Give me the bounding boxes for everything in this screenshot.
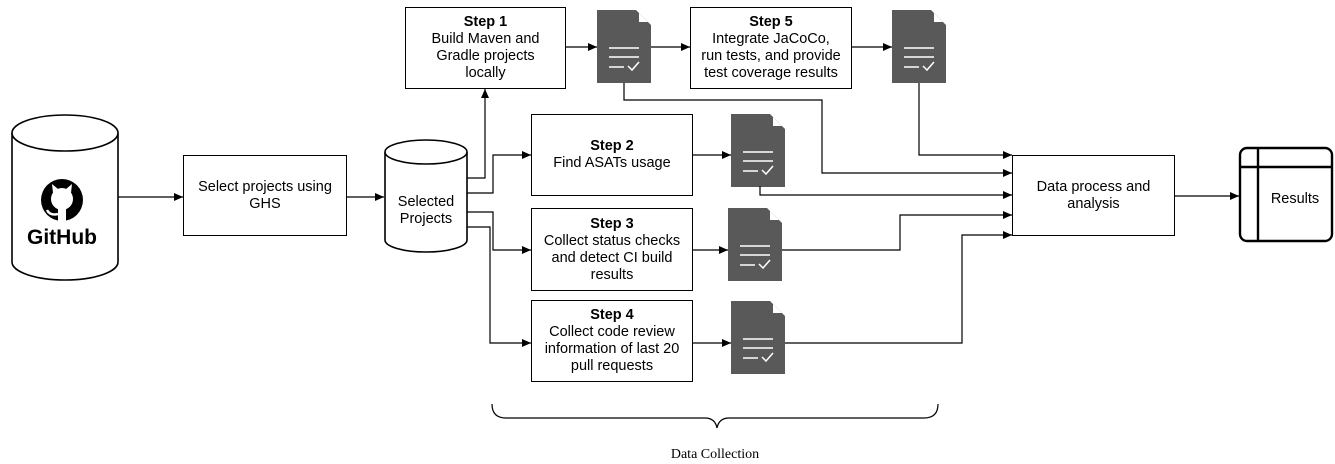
arrow-doc1-to-process bbox=[623, 83, 1012, 177]
step-3-box: Step 3 Collect status checks and detect … bbox=[531, 208, 693, 291]
document-icon-step1 bbox=[597, 10, 651, 83]
arrow-doc3-to-process bbox=[782, 211, 1012, 251]
step-2-box: Step 2 Find ASATs usage bbox=[531, 114, 693, 196]
step-1-box: Step 1 Build Maven and Gradle projects l… bbox=[405, 7, 566, 89]
github-label: GitHub bbox=[27, 226, 97, 249]
document-icon-step3 bbox=[728, 208, 782, 281]
select-projects-label: Select projects using GHS bbox=[198, 178, 332, 212]
arrow-doc4-to-process bbox=[785, 231, 1012, 344]
step-4-body: Collect code review information of last … bbox=[544, 324, 680, 374]
step-3-title: Step 3 bbox=[590, 215, 634, 232]
data-process-label: Data process and analysis bbox=[1036, 178, 1151, 212]
step-2-title: Step 2 bbox=[590, 138, 634, 154]
step-3-body: Collect status checks and detect CI buil… bbox=[543, 232, 681, 283]
arrow-projects-to-step1 bbox=[467, 89, 489, 179]
step-5-box: Step 5 Integrate JaCoCo, run tests, and … bbox=[690, 7, 852, 89]
table-icon bbox=[1238, 146, 1334, 243]
selected-projects-database bbox=[384, 139, 468, 253]
selected-projects-label: Selected Projects bbox=[397, 194, 455, 227]
arrow-projects-to-step3 bbox=[467, 211, 531, 254]
arrow-doc2-to-process bbox=[759, 186, 1012, 199]
select-projects-box: Select projects using GHS bbox=[183, 155, 347, 236]
step-4-title: Step 4 bbox=[590, 307, 634, 323]
data-collection-brace bbox=[491, 403, 939, 429]
arrow-projects-to-step4 bbox=[467, 226, 531, 347]
step-5-title: Step 5 bbox=[749, 14, 793, 30]
github-octocat-icon bbox=[41, 179, 83, 221]
step-2-body: Find ASATs usage bbox=[553, 155, 671, 171]
step-1-body: Build Maven and Gradle projects locally bbox=[431, 31, 540, 81]
document-icon-step4 bbox=[731, 301, 785, 374]
results-label: Results bbox=[1270, 191, 1320, 207]
document-icon-step5 bbox=[892, 10, 946, 83]
step-1-title: Step 1 bbox=[463, 14, 508, 30]
data-collection-label: Data Collection bbox=[670, 447, 760, 462]
step-4-box: Step 4 Collect code review information o… bbox=[531, 300, 693, 382]
arrow-doc5-to-process bbox=[918, 83, 1012, 159]
arrow-projects-to-step2 bbox=[467, 151, 531, 194]
step-5-body: Integrate JaCoCo, run tests, and provide… bbox=[701, 31, 841, 81]
data-process-box: Data process and analysis bbox=[1012, 155, 1175, 236]
document-icon-step2 bbox=[731, 114, 785, 187]
